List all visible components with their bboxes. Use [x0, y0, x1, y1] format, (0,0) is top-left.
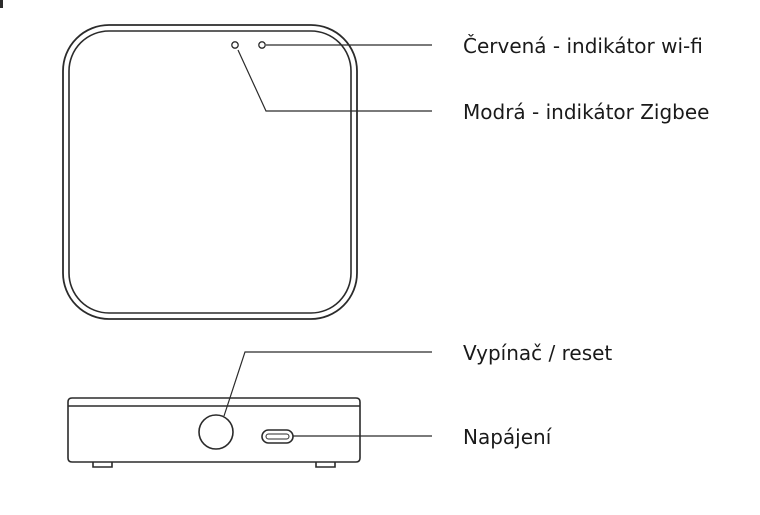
device-foot-left [92, 462, 113, 468]
device-top-view [62, 24, 358, 320]
device-top-inner-outline [68, 30, 352, 314]
device-side-view [67, 397, 361, 468]
device-foot-right [315, 462, 336, 468]
leader-line-reset [223, 351, 432, 417]
leader-lines [223, 44, 432, 437]
label-wifi-indicator: Červená - indikátor wi-fi [463, 34, 703, 58]
label-power-reset: Vypínač / reset [463, 341, 612, 365]
usb-port [261, 429, 294, 444]
corner-mark [0, 0, 3, 8]
label-power-input: Napájení [463, 425, 553, 449]
label-zigbee-indicator: Modrá - indikátor Zigbee [463, 100, 709, 124]
usb-port-inner [265, 433, 290, 440]
leader-line-zigbee [237, 49, 432, 112]
wifi-led [258, 41, 266, 49]
zigbee-led [231, 41, 239, 49]
reset-button [198, 414, 234, 450]
device-side-body [67, 397, 361, 463]
callout-labels: Červená - indikátor wi-fi Modrá - indiká… [463, 34, 709, 449]
device-top-outer-outline [62, 24, 358, 320]
